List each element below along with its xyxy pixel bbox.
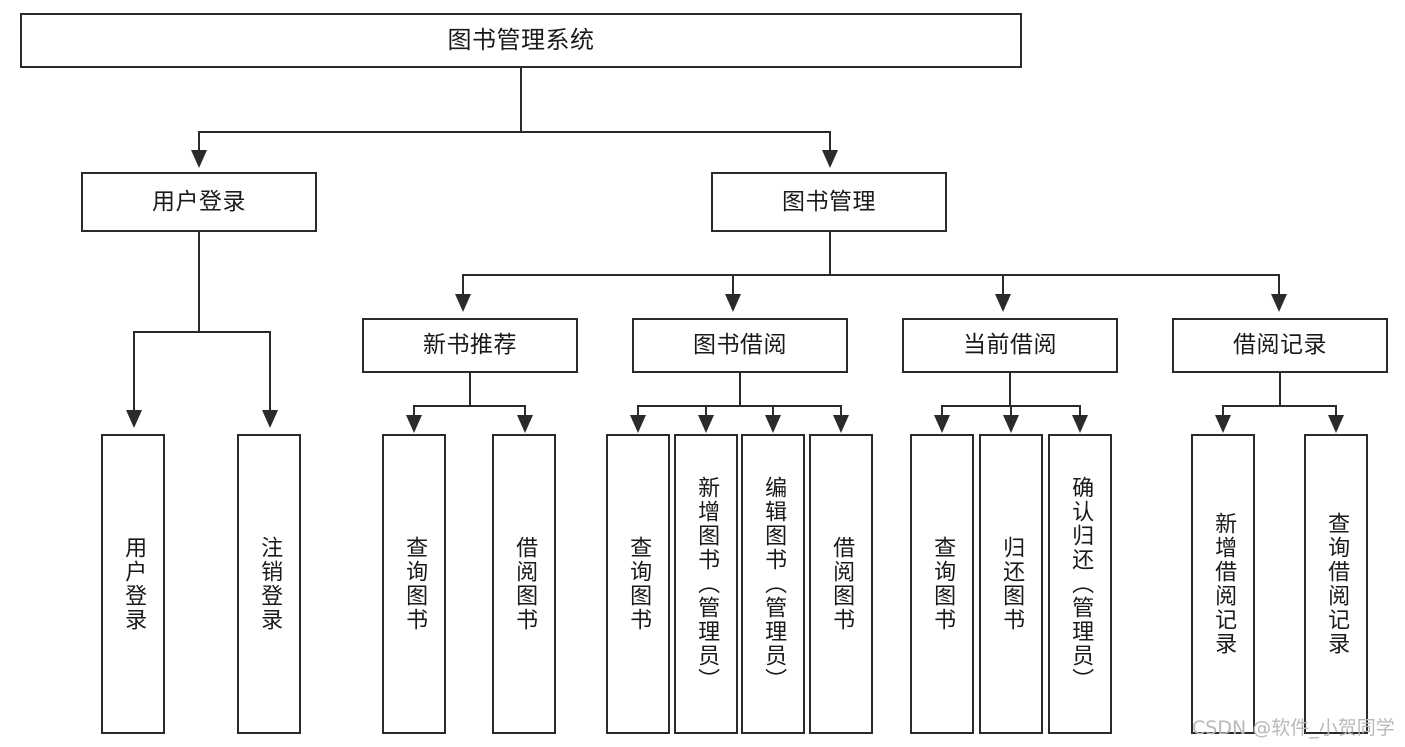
connector-cb-stem (1009, 373, 1011, 407)
node-label: 查询图书 (626, 536, 652, 632)
arrowhead-leaf-add-book (698, 415, 714, 433)
leaf-borrow-book-1[interactable]: 借阅图书 (492, 434, 556, 734)
connector-br-drop-1 (1222, 405, 1224, 417)
node-borrow-record[interactable]: 借阅记录 (1172, 318, 1388, 373)
node-label: 查询借阅记录 (1324, 512, 1350, 656)
arrowhead-borrow-record (1271, 294, 1287, 312)
leaf-confirm-return[interactable]: 确认归还（管理员） (1048, 434, 1112, 734)
node-label: 确认归还（管理员） (1068, 476, 1094, 692)
leaf-edit-book[interactable]: 编辑图书（管理员） (741, 434, 805, 734)
connector-l3-drop-4 (1278, 274, 1280, 299)
arrowhead-leaf-query-book-3 (934, 415, 950, 433)
connector-book-manage-stem (829, 232, 831, 276)
arrowhead-new-book-recommend (455, 294, 471, 312)
connector-l3-drop-1 (462, 274, 464, 299)
leaf-borrow-book-2[interactable]: 借阅图书 (809, 434, 873, 734)
connector-nbr-bar (413, 405, 526, 407)
connector-bb-stem (739, 373, 741, 407)
connector-br-bar (1222, 405, 1337, 407)
connector-l3-drop-2 (732, 274, 734, 299)
node-label: 查询图书 (402, 536, 428, 632)
node-label: 用户登录 (121, 536, 147, 632)
node-label: 新增图书（管理员） (694, 476, 720, 692)
node-label: 借阅记录 (1233, 332, 1327, 359)
node-user-login[interactable]: 用户登录 (81, 172, 317, 232)
watermark-text: CSDN @软件_小贺同学 (1192, 717, 1395, 739)
arrowhead-leaf-add-record (1215, 415, 1231, 433)
arrowhead-leaf-borrow-book-1 (517, 415, 533, 433)
arrowhead-book-borrow (725, 294, 741, 312)
node-book-manage[interactable]: 图书管理 (711, 172, 947, 232)
connector-nbr-drop-2 (524, 405, 526, 417)
arrowhead-to-book-manage (822, 150, 838, 168)
leaf-query-book-3[interactable]: 查询图书 (910, 434, 974, 734)
node-label: 编辑图书（管理员） (761, 476, 787, 692)
node-book-borrow[interactable]: 图书借阅 (632, 318, 848, 373)
arrowhead-to-user-login (191, 150, 207, 168)
connector-user-login-drop-1 (133, 331, 135, 413)
connector-bb-drop-2 (705, 405, 707, 417)
leaf-add-book[interactable]: 新增图书（管理员） (674, 434, 738, 734)
connector-user-login-bar (133, 331, 271, 333)
node-root-book-management-system[interactable]: 图书管理系统 (20, 13, 1022, 68)
connector-cb-drop-3 (1079, 405, 1081, 417)
leaf-query-book-2[interactable]: 查询图书 (606, 434, 670, 734)
connector-cb-drop-2 (1010, 405, 1012, 417)
arrowhead-leaf-logout-login (262, 410, 278, 428)
connector-root-stem (520, 68, 522, 133)
arrowhead-leaf-query-book-1 (406, 415, 422, 433)
arrowhead-current-borrow (995, 294, 1011, 312)
leaf-return-book[interactable]: 归还图书 (979, 434, 1043, 734)
connector-bb-drop-1 (637, 405, 639, 417)
connector-l3-drop-3 (1002, 274, 1004, 299)
connector-nbr-drop-1 (413, 405, 415, 417)
node-label: 当前借阅 (963, 332, 1057, 359)
connector-cb-drop-1 (941, 405, 943, 417)
connector-bb-drop-3 (772, 405, 774, 417)
node-label: 查询图书 (930, 536, 956, 632)
connector-nbr-stem (469, 373, 471, 407)
node-current-borrow[interactable]: 当前借阅 (902, 318, 1118, 373)
arrowhead-leaf-confirm-return (1072, 415, 1088, 433)
connector-book-manage-bar (462, 274, 1280, 276)
connector-br-stem (1279, 373, 1281, 407)
connector-user-login-stem (198, 232, 200, 333)
node-label: 新增借阅记录 (1211, 512, 1237, 656)
arrowhead-leaf-borrow-book-2 (833, 415, 849, 433)
connector-root-drop-right (829, 131, 831, 156)
node-label: 图书管理 (782, 188, 876, 215)
arrowhead-leaf-edit-book (765, 415, 781, 433)
leaf-logout-login[interactable]: 注销登录 (237, 434, 301, 734)
connector-bb-bar (637, 405, 842, 407)
node-label: 借阅图书 (829, 536, 855, 632)
node-label: 图书管理系统 (447, 25, 595, 54)
node-label: 借阅图书 (512, 536, 538, 632)
node-label: 新书推荐 (423, 332, 517, 359)
arrowhead-leaf-query-record (1328, 415, 1344, 433)
node-new-book-recommend[interactable]: 新书推荐 (362, 318, 578, 373)
connector-bb-drop-4 (840, 405, 842, 417)
node-label: 注销登录 (257, 536, 283, 632)
leaf-query-record[interactable]: 查询借阅记录 (1304, 434, 1368, 734)
connector-root-drop-left (198, 131, 200, 156)
node-label: 图书借阅 (693, 332, 787, 359)
connector-root-bar (198, 131, 830, 133)
connector-br-drop-2 (1335, 405, 1337, 417)
arrowhead-leaf-return-book (1003, 415, 1019, 433)
leaf-query-book-1[interactable]: 查询图书 (382, 434, 446, 734)
connector-user-login-drop-2 (269, 331, 271, 413)
leaf-add-record[interactable]: 新增借阅记录 (1191, 434, 1255, 734)
leaf-user-login[interactable]: 用户登录 (101, 434, 165, 734)
node-label: 归还图书 (999, 536, 1025, 632)
node-label: 用户登录 (152, 188, 246, 215)
arrowhead-leaf-user-login (126, 410, 142, 428)
arrowhead-leaf-query-book-2 (630, 415, 646, 433)
